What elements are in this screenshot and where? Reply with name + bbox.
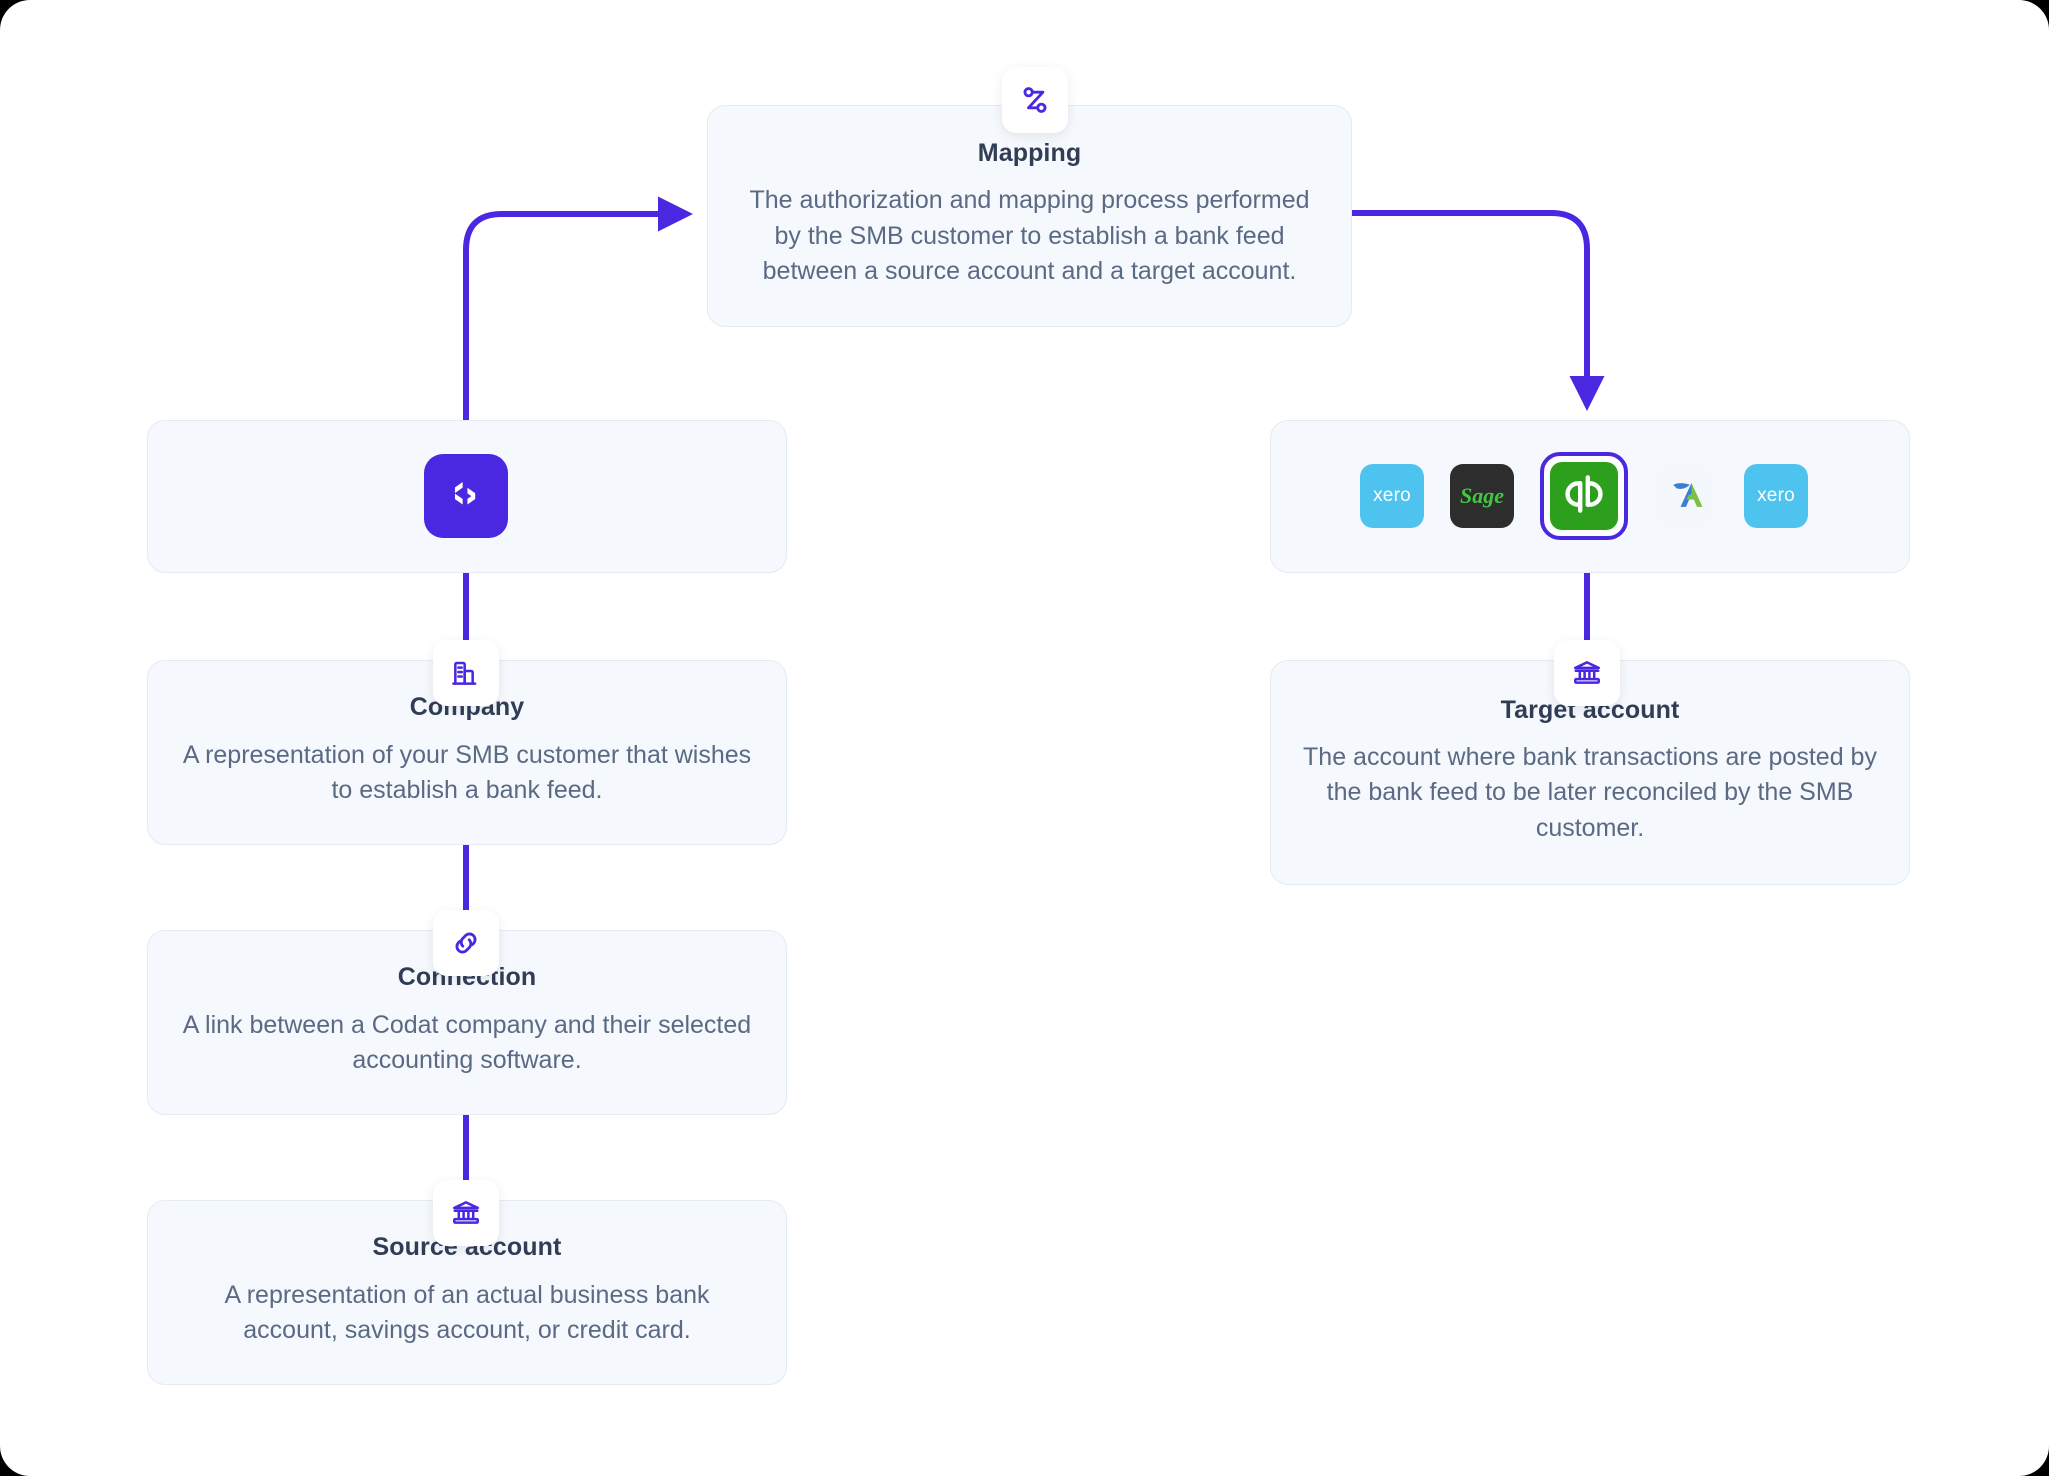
card-mapping-description: The authorization and mapping process pe… bbox=[749, 186, 1310, 286]
codat-code-brackets-icon bbox=[443, 471, 489, 522]
connection-icon-badge bbox=[433, 910, 499, 976]
xero-wordmark: xero bbox=[1373, 485, 1411, 506]
quickbooks-qb-icon bbox=[1560, 470, 1608, 523]
platform-logo-sage[interactable]: Sage bbox=[1450, 464, 1514, 528]
card-source-account-description: A representation of an actual business b… bbox=[224, 1280, 710, 1345]
codat-logo[interactable] bbox=[424, 454, 508, 538]
mapping-route-icon-badge bbox=[1002, 67, 1068, 133]
building-icon bbox=[450, 657, 482, 689]
card-mapping[interactable]: Mapping The authorization and mapping pr… bbox=[707, 105, 1352, 327]
sage-wordmark: Sage bbox=[1460, 483, 1504, 508]
platform-logo-row: xero Sage bbox=[1360, 452, 1808, 540]
platform-logo-xero-1[interactable]: xero bbox=[1360, 464, 1424, 528]
connector-mapping-to-platforms bbox=[1349, 210, 1605, 411]
platform-logo-quickbooks[interactable] bbox=[1550, 462, 1618, 530]
source-account-icon-badge bbox=[433, 1180, 499, 1246]
card-target-account-description: The account where bank transactions are … bbox=[1303, 742, 1877, 842]
bank-icon bbox=[450, 1197, 482, 1229]
card-company-description: A representation of your SMB customer th… bbox=[182, 740, 752, 805]
freeagent-icon bbox=[1664, 472, 1708, 521]
platform-logo-quickbooks-selected[interactable] bbox=[1540, 452, 1628, 540]
bank-icon bbox=[1571, 657, 1603, 689]
link-icon bbox=[450, 927, 482, 959]
card-mapping-title: Mapping bbox=[977, 139, 1082, 168]
company-icon-badge bbox=[433, 640, 499, 706]
platform-logo-freeagent[interactable] bbox=[1654, 464, 1718, 528]
platform-logo-xero-2[interactable]: xero bbox=[1744, 464, 1808, 528]
target-account-icon-badge bbox=[1554, 640, 1620, 706]
mapping-route-icon bbox=[1018, 83, 1052, 117]
xero-wordmark-2: xero bbox=[1757, 485, 1795, 506]
connector-codat-to-mapping bbox=[463, 196, 693, 423]
card-connection-description: A link between a Codat company and their… bbox=[182, 1010, 752, 1075]
